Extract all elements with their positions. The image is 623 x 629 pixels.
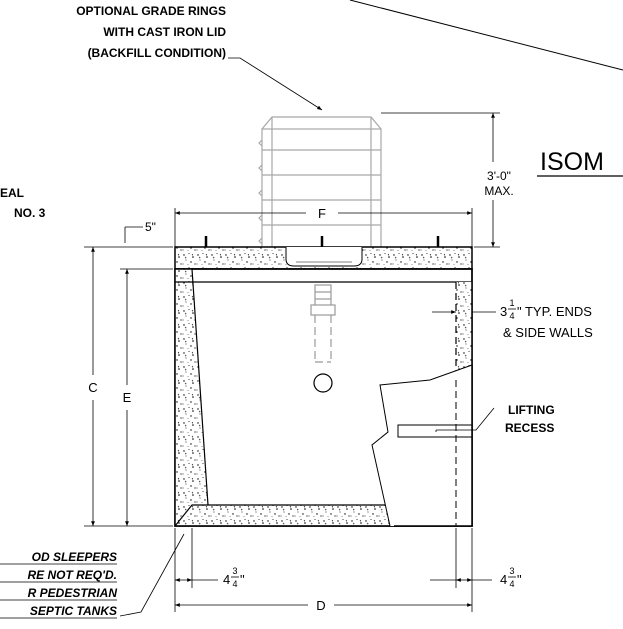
grade-rings	[258, 116, 382, 248]
svg-text:WITH CAST IRON LID: WITH CAST IRON LID	[103, 25, 226, 39]
bottom-right-offset: 4 3 4 "	[500, 566, 522, 589]
svg-text:4: 4	[509, 579, 514, 589]
svg-text:4: 4	[223, 572, 230, 587]
lifting-recess-label: LIFTING	[508, 403, 555, 417]
svg-text:3: 3	[232, 566, 237, 576]
svg-text:OPTIONAL GRADE RINGS: OPTIONAL GRADE RINGS	[76, 4, 226, 18]
outlet-opening	[313, 373, 333, 393]
riser-height-max: MAX.	[484, 184, 513, 198]
dim-e: E	[123, 390, 132, 405]
lifting-recess-label-2: RECESS	[505, 421, 554, 435]
svg-text:" TYP. ENDS: " TYP. ENDS	[517, 304, 592, 319]
dim-f: F	[318, 206, 326, 221]
partial-note-bottom: NO. 3	[14, 206, 46, 220]
partial-leader-line	[349, 0, 623, 71]
dim-c: C	[88, 380, 97, 395]
svg-text:1: 1	[509, 298, 514, 308]
svg-text:": "	[517, 572, 522, 587]
bottom-left-offset: 4 3 4 "	[223, 566, 245, 589]
svg-text:R PEDESTRIAN: R PEDESTRIAN	[28, 586, 118, 600]
svg-text:(BACKFILL CONDITION): (BACKFILL CONDITION)	[88, 46, 226, 60]
svg-text:4: 4	[500, 572, 507, 587]
svg-text:4: 4	[509, 311, 514, 321]
svg-text:": "	[240, 572, 245, 587]
grade-rings-note: OPTIONAL GRADE RINGS WITH CAST IRON LID …	[76, 4, 226, 60]
svg-text:3: 3	[500, 304, 507, 319]
dim-d: D	[316, 598, 325, 613]
partial-note-top: EAL	[0, 186, 24, 200]
wall-thickness-note: 3 1 4 " TYP. ENDS & SIDE WALLS	[500, 298, 593, 340]
cutaway-break-line	[371, 364, 473, 527]
svg-text:3: 3	[509, 566, 514, 576]
tank-lid	[174, 236, 473, 270]
svg-text:SEPTIC TANKS: SEPTIC TANKS	[30, 604, 117, 618]
svg-text:RE NOT REQ'D.: RE NOT REQ'D.	[27, 568, 117, 582]
svg-text:& SIDE WALLS: & SIDE WALLS	[503, 325, 593, 340]
svg-text:OD SLEEPERS: OD SLEEPERS	[32, 550, 117, 564]
lifting-recess	[397, 424, 473, 438]
dim-top-offset: 5"	[145, 220, 156, 234]
riser-height-dim: 3'-0"	[487, 169, 511, 183]
inlet-tee	[310, 284, 336, 363]
sleepers-note: OD SLEEPERS RE NOT REQ'D. R PEDESTRIAN S…	[0, 550, 118, 619]
svg-text:4: 4	[232, 579, 237, 589]
isometric-title-partial: ISOM	[540, 148, 604, 176]
